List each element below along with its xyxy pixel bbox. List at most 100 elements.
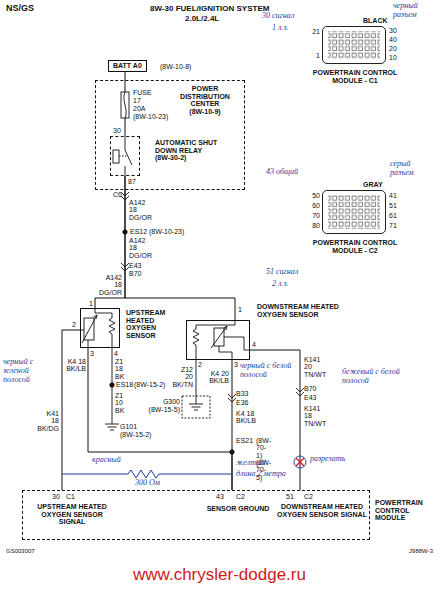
ground-bracket — [182, 396, 210, 418]
wire — [125, 176, 235, 320]
node-text: POWERTRAIN CONTROL MODULE — [375, 499, 437, 522]
added-resistor-wire — [62, 470, 232, 478]
wire-label: 1 — [238, 306, 242, 313]
wire-label: www.chrysler-dodge.ru — [0, 566, 439, 584]
wire-label: 80 — [312, 222, 320, 229]
node-text: DOWNSTREAM HEATED OXYGEN SENSOR — [257, 303, 339, 318]
wire-label: 2 — [198, 361, 202, 368]
wire-label: 20A — [133, 105, 145, 112]
wire-label: 21 — [312, 28, 320, 35]
wire-label: 87 — [128, 178, 136, 185]
handwritten-note: разрезать — [310, 455, 345, 464]
handwritten-note: желтый — [236, 459, 265, 468]
splice-dot — [110, 383, 114, 387]
wire — [88, 348, 232, 490]
wire-label: Z12 20 BK/TN — [172, 366, 193, 388]
node-text: POWERTRAIN CONTROL MODULE - C1 — [311, 69, 399, 84]
wire-label: 3 — [234, 361, 238, 368]
connector-c1: BLACKPOWERTRAIN CONTROL MODULE - C1 — [322, 26, 386, 64]
downstream-sensor: DOWNSTREAM HEATED OXYGEN SENSOR — [186, 320, 250, 360]
heater-element — [193, 320, 235, 360]
wire-label: (8W-15-2) — [120, 431, 151, 438]
wire-label: K4 20 BK/LB — [209, 370, 229, 385]
wire-label: (8W-10-23) — [149, 228, 184, 235]
connector-symbol — [121, 263, 129, 271]
wire — [232, 360, 233, 490]
connector-c2: GRAYPOWERTRAIN CONTROL MODULE - C2 — [322, 190, 386, 234]
wire-label: K4 18 BK/LB — [66, 358, 86, 373]
relay-coil — [113, 150, 119, 163]
wire-label: 1 — [89, 300, 93, 307]
wire — [62, 330, 80, 490]
wire-label: B70 — [129, 270, 141, 277]
wire-label: (8W-10-8) — [160, 63, 191, 70]
wire-label: A142 18 DG/OR — [129, 199, 152, 221]
node-text: (8W-30-2) — [155, 154, 237, 162]
node-text: POWER DISTRIBUTION CENTER — [168, 85, 242, 108]
wire-label: NS/GS — [6, 4, 34, 13]
wire-label: 50 — [312, 192, 320, 199]
handwritten-note: серый разъем — [390, 160, 434, 178]
wire-label: K41 18 BK/DG — [37, 410, 59, 432]
diagram-title: 8W-30 FUEL/IGNITION SYSTEM — [150, 5, 269, 13]
node-text: AUTOMATIC SHUT DOWN RELAY — [155, 139, 237, 154]
wire-label: Z1 10 BK — [115, 392, 124, 414]
wire-label: 2 — [72, 321, 76, 328]
text-stack: AUTOMATIC SHUT DOWN RELAY(8W-30-2) — [155, 139, 237, 162]
fuse-symbol — [121, 92, 129, 118]
handwritten-note: черный разъем — [393, 2, 433, 20]
wire-label: 51 — [286, 493, 294, 500]
wire-label: 30 — [52, 493, 60, 500]
wire-label: 30 — [113, 127, 121, 134]
wire-label: 2.0L/2.4L — [185, 15, 219, 23]
wire-label: Z1 18 BK — [115, 358, 124, 380]
handwritten-note: 1 л.з. — [272, 24, 289, 33]
connector-symbol — [296, 388, 304, 396]
ground-wire — [196, 360, 197, 404]
wire-label: C1 — [66, 493, 75, 500]
connector-symbol — [121, 192, 129, 200]
relay-coil-link — [119, 156, 128, 157]
wire-label: C2 — [304, 493, 313, 500]
sensor-element-leads — [80, 315, 97, 348]
wire-label: 70 — [312, 212, 320, 219]
wire-label: E43 — [129, 262, 141, 269]
power-distribution-center: POWER DISTRIBUTION CENTER(8W-10-9)AUTOMA… — [95, 80, 245, 190]
node-text: DOWNSTREAM HEATED OXYGEN SENSOR SIGNAL — [277, 503, 367, 518]
handwritten-note: 300 Ом — [135, 479, 160, 488]
wire-label: B33 — [236, 390, 248, 397]
handwritten-note: черный с зеленой полосой — [3, 358, 57, 384]
wire-label: (8W-15-5) — [149, 406, 180, 413]
wire-label: 20 — [389, 45, 397, 52]
wire-label: (8W-10-23) — [133, 113, 168, 120]
wire-label: GS003007 — [6, 548, 35, 554]
wire-label: 60 — [312, 202, 320, 209]
wire-label: E36 — [236, 399, 248, 406]
wire-label: ES18 — [116, 381, 133, 388]
wire-label: K141 18 TN/WT — [304, 405, 326, 427]
wire-label: 4 — [114, 350, 118, 357]
sensor-element-leads — [211, 326, 250, 360]
ground-symbol — [105, 424, 119, 430]
upstream-sensor: UPSTREAM HEATED OXYGEN SENSOR — [80, 308, 120, 348]
wire-label: A142 18 DG/OR — [99, 274, 122, 296]
node-text: SENSOR GROUND — [201, 505, 275, 513]
wire-label: 30 — [389, 27, 397, 34]
fuse-link — [124, 92, 126, 118]
splice-dot — [123, 230, 127, 234]
heater-element — [95, 308, 115, 348]
wire-label: B70 — [304, 385, 316, 392]
wire-label: 71 — [389, 222, 397, 229]
pin-grid — [328, 195, 380, 229]
wire-label: 41 — [389, 192, 397, 199]
wire-label: 4 — [252, 341, 256, 348]
wire — [95, 176, 125, 308]
handwritten-note: 2 л.з. — [272, 280, 289, 289]
wire-label: ES21 — [236, 437, 253, 444]
wire-label: G101 — [120, 423, 137, 430]
cut-mark-circle — [294, 456, 306, 468]
handwritten-note: длина 2 метра — [236, 470, 286, 479]
handwritten-note: 43 общий — [266, 168, 298, 177]
